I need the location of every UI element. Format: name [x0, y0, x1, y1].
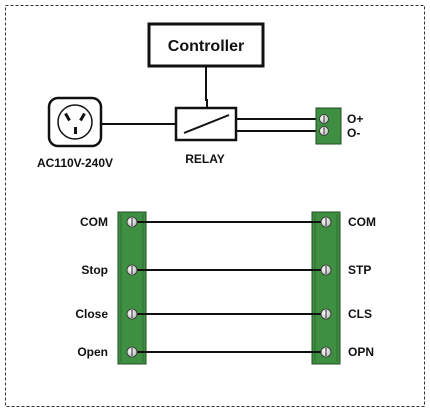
power-label: AC110V-240V [37, 156, 113, 170]
right-block-body [311, 211, 341, 365]
right-screw-open [320, 346, 332, 358]
right-label-stop: STP [348, 263, 371, 277]
controller-label: Controller [168, 38, 244, 55]
left-label-open: Open [77, 345, 108, 359]
left-screw-com [126, 216, 138, 228]
power-outlet: AC110V-240V [37, 96, 113, 170]
terminal-row-stop: Stop STP [81, 263, 371, 277]
right-screw-close [320, 308, 332, 320]
right-terminal-block [311, 211, 341, 365]
left-screw-close [126, 308, 138, 320]
terminal-row-open: Open OPN [77, 345, 374, 359]
right-screw-com [320, 216, 332, 228]
output-terminal-block: O+ O- [315, 107, 363, 145]
right-screw-stop [320, 264, 332, 276]
ac-outlet-icon [47, 96, 103, 148]
terminal-row-close: Close CLS [75, 307, 372, 321]
relay-label: RELAY [185, 152, 225, 166]
left-screw-stop [126, 264, 138, 276]
output-label-minus: O- [347, 126, 360, 140]
left-label-com: COM [80, 215, 108, 229]
left-block-body [117, 211, 147, 365]
controller-block: Controller [147, 22, 265, 68]
right-label-com: COM [348, 215, 376, 229]
output-screw-plus [319, 114, 329, 124]
relay-switch-icon [183, 114, 230, 134]
output-screw-minus [319, 126, 329, 136]
relay-block: RELAY [174, 106, 238, 166]
left-label-stop: Stop [81, 263, 108, 277]
terminal-row-com: COM COM [80, 215, 376, 229]
controller-relay-wire [205, 66, 208, 108]
right-label-open: OPN [348, 345, 374, 359]
output-label-plus: O+ [347, 112, 363, 126]
left-label-close: Close [75, 307, 108, 321]
right-label-close: CLS [348, 307, 372, 321]
left-terminal-block [117, 211, 147, 365]
left-screw-open [126, 346, 138, 358]
